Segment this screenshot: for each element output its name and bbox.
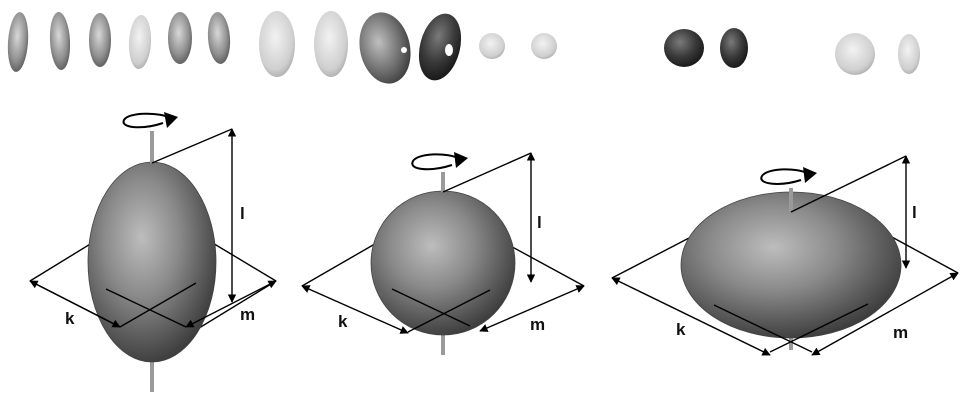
round-seed (531, 33, 557, 59)
dark-seed (664, 29, 704, 67)
oval-beans (259, 11, 462, 84)
small-round-seeds (479, 33, 557, 59)
base-plane-edge (504, 242, 585, 287)
rotation-arrow-icon (411, 153, 461, 171)
dark-round-seeds (664, 28, 748, 68)
round-seed (479, 33, 505, 59)
rotation-arrowhead-icon (164, 112, 178, 128)
bean-seed (359, 12, 411, 84)
rotation-arrowhead-icon (803, 167, 817, 183)
sphere-figure: l k m (301, 152, 585, 355)
bean-hilum (401, 47, 407, 53)
width-guide-k (611, 277, 771, 356)
height-guide-top (790, 155, 907, 213)
grain-seed (207, 12, 231, 64)
light-seed (835, 33, 875, 75)
grain-seed (7, 12, 29, 72)
grain-seed (49, 12, 71, 70)
label-l: l (537, 213, 542, 232)
width-guide-k (29, 280, 121, 328)
light-seed (898, 34, 920, 74)
bean-seed (314, 11, 348, 77)
grain-seed (168, 12, 192, 64)
base-plane-edge (301, 240, 381, 287)
height-guide-top (442, 152, 532, 193)
label-m: m (240, 305, 255, 324)
rotation-arrow-icon (122, 112, 171, 129)
light-flat-seeds (835, 33, 920, 75)
label-m: m (893, 323, 908, 342)
height-guide-top (151, 128, 233, 164)
prolate-body (87, 161, 217, 363)
grain-seed (128, 15, 152, 69)
rotation-arrowhead-icon (454, 152, 468, 168)
base-plane-diagonal (407, 289, 491, 333)
oblate-body (680, 191, 902, 339)
width-guide-m (185, 280, 277, 328)
bean-seed (259, 11, 295, 77)
seed-photo-row (7, 11, 920, 84)
base-plane-diagonal (119, 282, 197, 328)
label-k: k (65, 309, 75, 328)
oblate-spheroid-figure: l k m (611, 155, 959, 356)
width-guide-k (301, 285, 409, 334)
prolate-spheroid-figure: l k m (29, 112, 277, 392)
elongated-grains (7, 12, 231, 72)
grain-seed (89, 13, 111, 67)
label-k: k (338, 312, 348, 331)
width-guide-m (811, 272, 959, 356)
label-m: m (530, 315, 545, 334)
label-l: l (240, 204, 245, 223)
rotation-arrow-icon (760, 168, 810, 185)
label-k: k (676, 320, 686, 339)
bean-seed (418, 13, 462, 81)
bean-hilum (445, 44, 453, 56)
label-l: l (912, 203, 917, 222)
width-guide-m (479, 285, 585, 332)
dark-seed (720, 28, 748, 68)
